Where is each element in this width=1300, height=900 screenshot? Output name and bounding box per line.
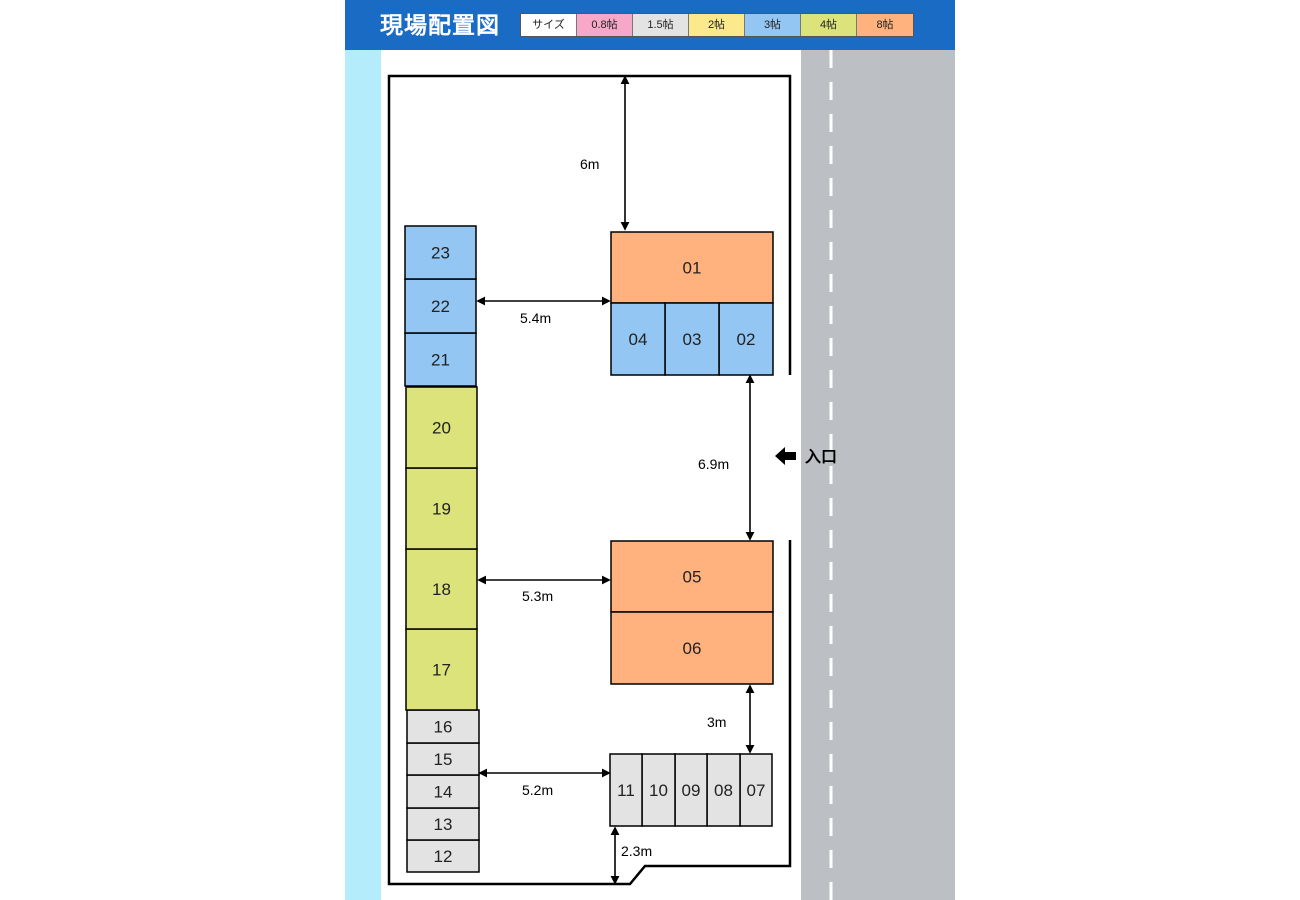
unit-box [610, 611, 774, 685]
legend-cell: 0.8帖 [577, 14, 633, 36]
storage-unit-11: 11 [609, 753, 643, 827]
unit-box [405, 386, 478, 469]
unit-box [406, 807, 480, 841]
unit-box [404, 332, 477, 387]
site-boundary [387, 74, 792, 886]
unit-label: 05 [683, 568, 702, 587]
unit-label: 02 [737, 330, 756, 349]
storage-unit-21: 21 [404, 332, 477, 387]
unit-label: 06 [683, 639, 702, 658]
storage-unit-13: 13 [406, 807, 480, 841]
unit-box [718, 302, 774, 376]
storage-units: 01 02 03 04 05 06 07 08 09 10 11 12 13 14 15 16 17 18 19 20… [404, 225, 774, 873]
storage-unit-09: 09 [674, 753, 708, 827]
unit-label: 09 [682, 781, 701, 800]
unit-label: 14 [434, 783, 453, 802]
storage-unit-06: 06 [610, 611, 774, 685]
unit-label: 07 [747, 781, 766, 800]
storage-unit-15: 15 [406, 742, 480, 776]
storage-unit-07: 07 [739, 753, 773, 827]
unit-box [404, 278, 477, 334]
storage-unit-10: 10 [641, 753, 676, 827]
sidewalk-strip [345, 50, 381, 900]
storage-unit-20: 20 [405, 386, 478, 469]
storage-unit-22: 22 [404, 278, 477, 334]
legend-cell: サイズ [521, 14, 577, 36]
unit-box [405, 548, 478, 630]
unit-box [610, 231, 774, 304]
unit-label: 15 [434, 750, 453, 769]
unit-label: 21 [431, 351, 450, 370]
unit-label: 17 [432, 661, 451, 680]
unit-label: 08 [714, 781, 733, 800]
unit-label: 13 [434, 815, 453, 834]
arrow-left-icon [775, 447, 796, 465]
storage-unit-08: 08 [706, 753, 741, 827]
unit-box [610, 302, 666, 376]
storage-unit-23: 23 [404, 225, 477, 280]
unit-box [405, 467, 478, 550]
storage-unit-02: 02 [718, 302, 774, 376]
dim-label-bottom: 2.3m [621, 843, 652, 859]
storage-unit-05: 05 [610, 540, 774, 613]
unit-box [404, 225, 477, 280]
unit-label: 04 [629, 330, 648, 349]
dim-label-14-11: 5.2m [522, 782, 553, 798]
unit-label: 10 [649, 781, 668, 800]
storage-unit-04: 04 [610, 302, 666, 376]
unit-box [674, 753, 708, 827]
unit-label: 16 [434, 718, 453, 737]
unit-label: 22 [431, 297, 450, 316]
legend-cell: 4帖 [801, 14, 857, 36]
unit-box [610, 540, 774, 613]
storage-unit-16: 16 [406, 709, 480, 744]
legend-cell: 8帖 [857, 14, 913, 36]
dim-label-02-05: 6.9m [698, 456, 729, 472]
unit-box [739, 753, 773, 827]
unit-box [406, 742, 480, 776]
dim-label-06-07: 3m [707, 714, 726, 730]
unit-box [406, 709, 480, 744]
unit-label: 01 [683, 259, 702, 278]
unit-box [641, 753, 676, 827]
legend-cell: 2帖 [689, 14, 745, 36]
dim-label-22-01: 5.4m [520, 310, 551, 326]
storage-unit-17: 17 [405, 628, 478, 711]
unit-label: 19 [432, 500, 451, 519]
unit-label: 23 [431, 244, 450, 263]
unit-box [706, 753, 741, 827]
storage-unit-01: 01 [610, 231, 774, 304]
unit-label: 11 [617, 781, 635, 800]
unit-label: 12 [434, 847, 453, 866]
entrance-label: 入口 [805, 448, 837, 466]
dim-label-18-05: 5.3m [522, 588, 553, 604]
legend-cell: 3帖 [745, 14, 801, 36]
unit-label: 03 [683, 330, 702, 349]
unit-box [406, 774, 480, 809]
storage-unit-14: 14 [406, 774, 480, 809]
unit-label: 20 [432, 419, 451, 438]
unit-box [609, 753, 643, 827]
road [801, 50, 955, 900]
storage-unit-03: 03 [664, 302, 720, 376]
storage-unit-18: 18 [405, 548, 478, 630]
dim-label-top: 6m [580, 156, 599, 172]
storage-unit-12: 12 [406, 839, 480, 873]
unit-box [405, 628, 478, 711]
unit-label: 18 [432, 580, 451, 599]
page-title: 現場配置図 [380, 12, 500, 38]
storage-unit-19: 19 [405, 467, 478, 550]
legend-cell: 1.5帖 [633, 14, 689, 36]
